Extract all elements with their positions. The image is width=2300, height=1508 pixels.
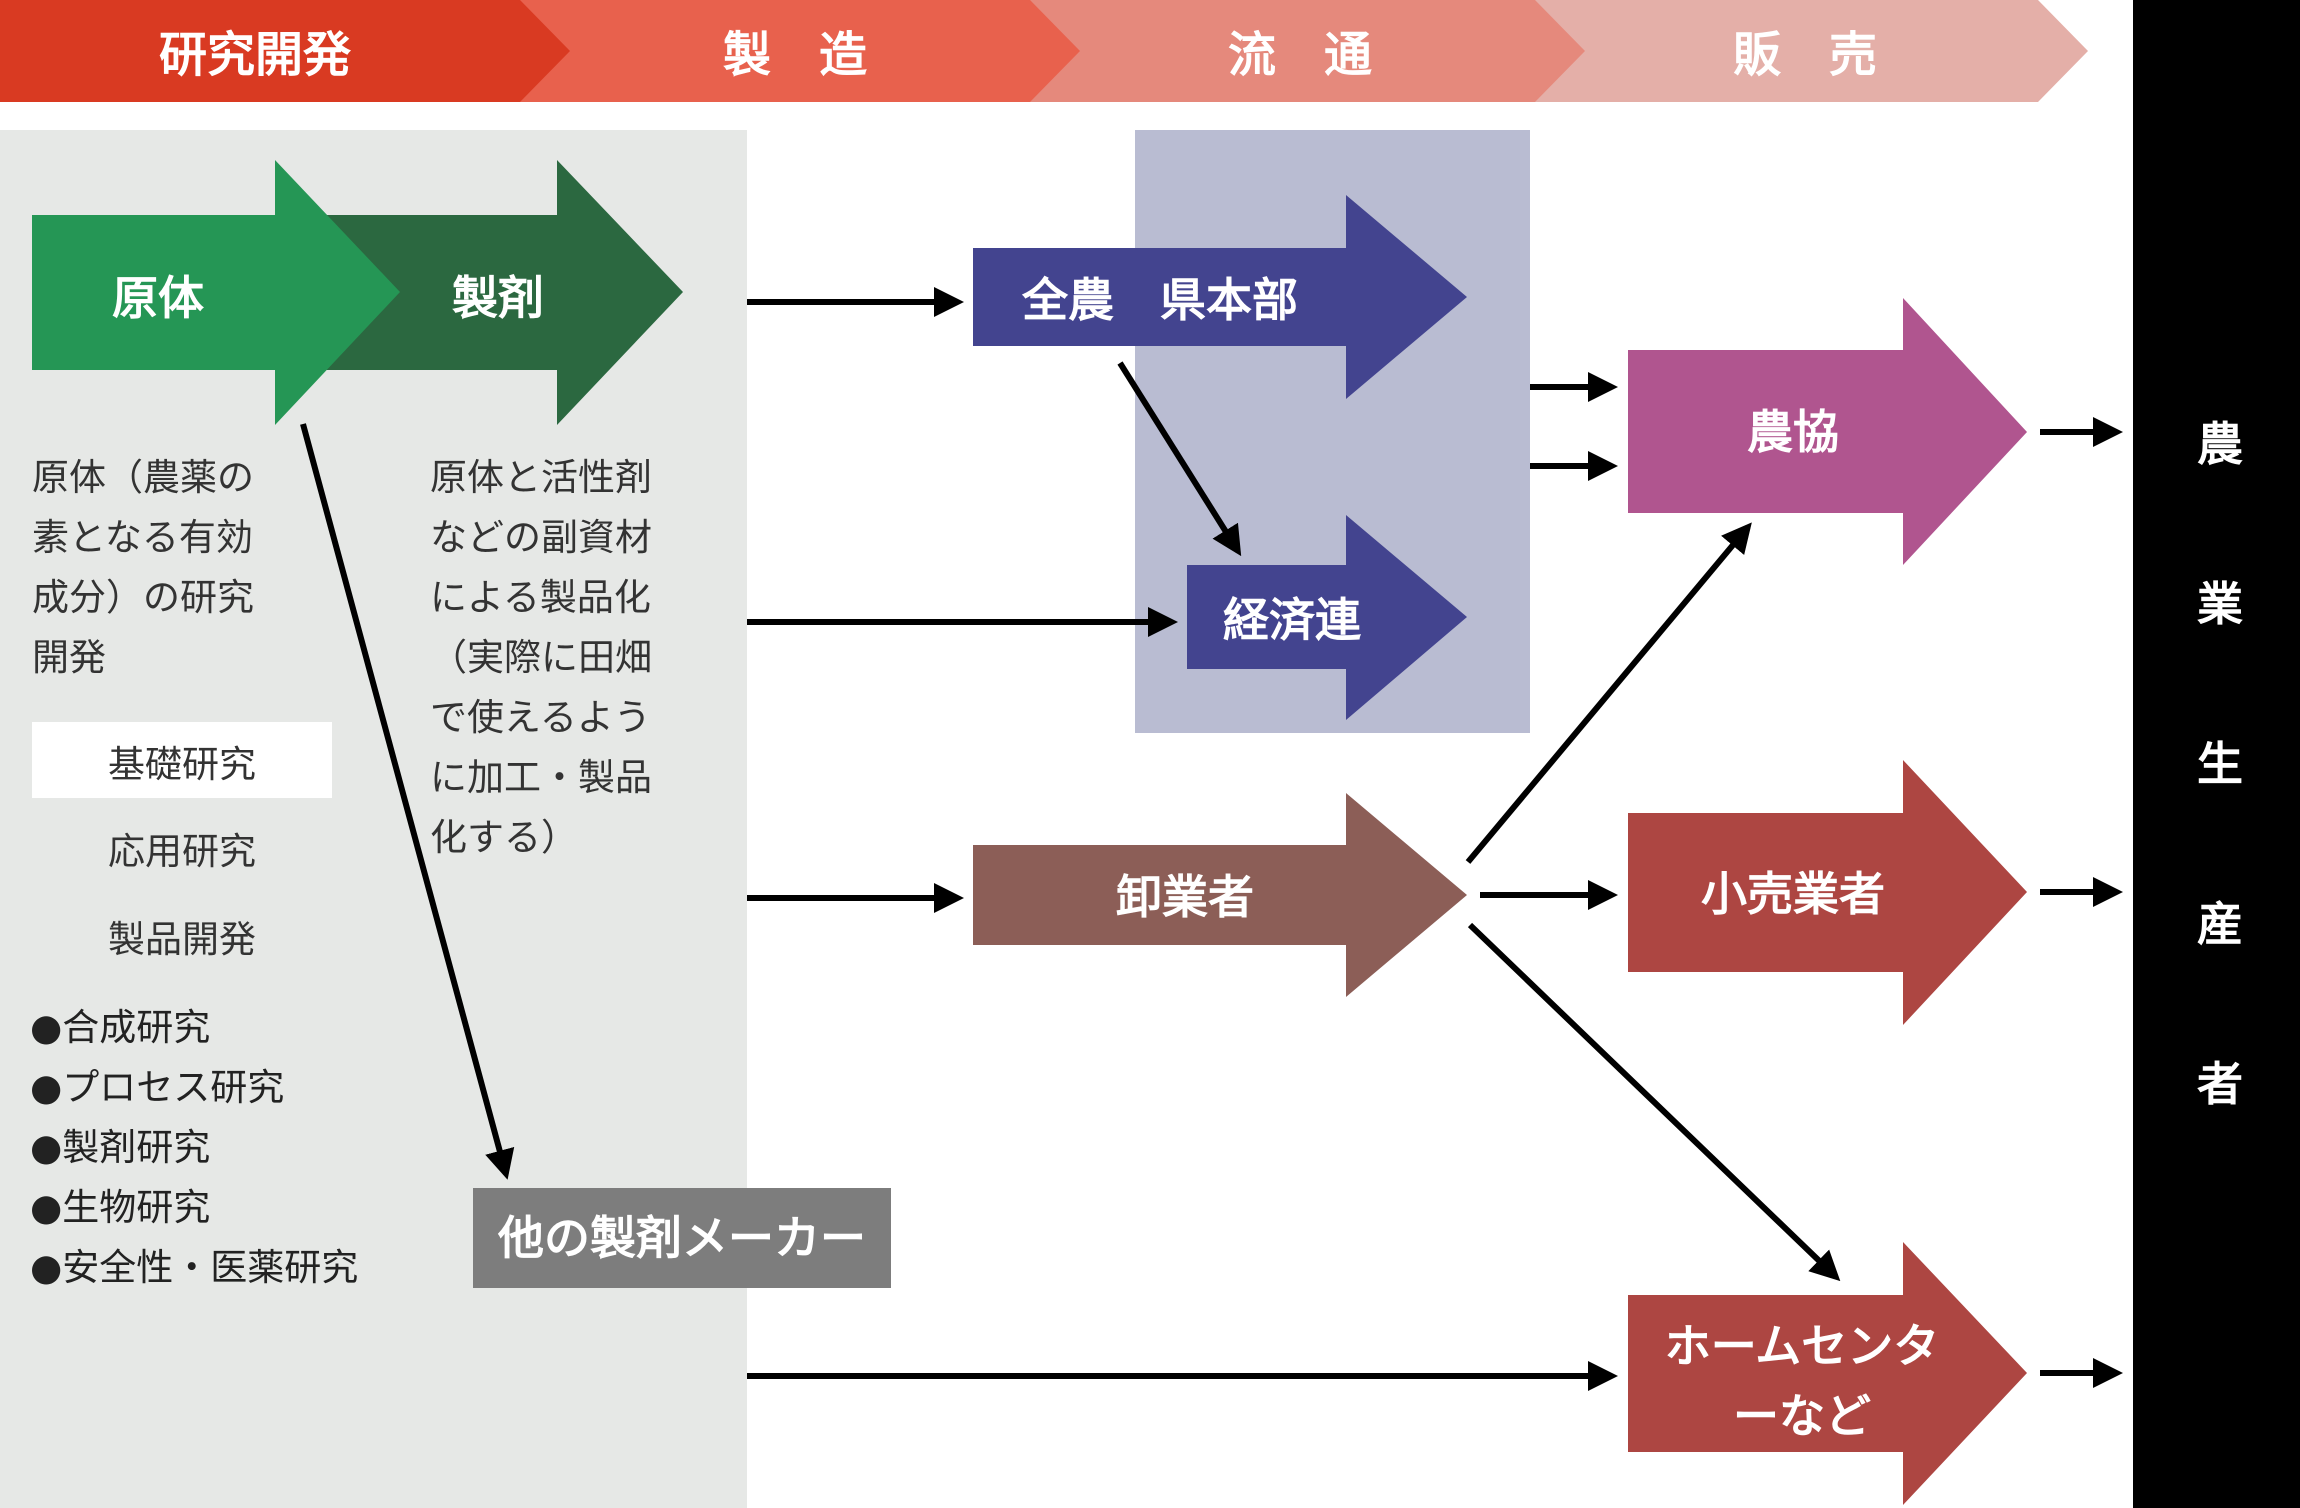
stage-sales-label: 販 売 [1733, 27, 1877, 83]
arrow-genntai-to-other-maker [300, 423, 515, 1180]
connector-arrows [300, 287, 2123, 1391]
farmer-label-char: 農 [2197, 417, 2243, 471]
genntai-description-line: 開発 [32, 636, 106, 679]
homecenter-label-line2: ーなど [1733, 1389, 1871, 1443]
arrow-oroshi-to-homecenter [1467, 922, 1841, 1282]
farmer-label-char: 業 [2197, 577, 2243, 631]
research-stage-applied: 応用研究 [108, 830, 256, 873]
seizai-description-line: による製品化 [430, 576, 651, 619]
stage-research-chevron [0, 0, 570, 102]
kouri-label: 小売業者 [1701, 867, 1885, 921]
research-stage-product: 製品開発 [108, 918, 256, 961]
oroshi-label: 卸業者 [1116, 870, 1254, 924]
seizai-description-line: で使えるよう [430, 696, 651, 739]
seizai-arrow [310, 160, 683, 425]
stage-research-label: 研究開発 [159, 27, 352, 83]
research-item: ●製剤研究 [30, 1126, 211, 1169]
genntai-description-line: 素となる有効 [32, 516, 253, 559]
farmer-label-char: 産 [2197, 897, 2243, 951]
seizai-description: 原体と活性剤 などの副資材 による製品化 （実際に田畑 で使えるよう に加工・製… [430, 448, 652, 868]
research-stage-highlight [32, 722, 332, 798]
noukyou-label: 農協 [1747, 405, 1839, 459]
other-maker-box [473, 1188, 891, 1288]
seizai-description-line: （実際に田畑 [430, 636, 652, 679]
farmer-panel [2133, 0, 2300, 1508]
genntai-arrow [32, 160, 400, 425]
zennoh-label: 全農 県本部 [1021, 273, 1298, 327]
seizai-description-line: 原体と活性剤 [430, 456, 652, 499]
genntai-description-line: 原体（農薬の [32, 456, 254, 499]
research-item: ●安全性・医薬研究 [30, 1246, 359, 1289]
arrow-oroshi-to-noukyou [1465, 522, 1752, 864]
seizai-label: 製剤 [452, 271, 544, 325]
stage-header: 研究開発 製 造 流 通 販 売 [0, 0, 2088, 102]
other-maker-label: 他の製剤メーカー [497, 1211, 866, 1265]
keizairen-label: 経済連 [1223, 593, 1362, 647]
seizai-description-line: に加工・製品 [430, 756, 652, 799]
zennoh-arrow [973, 195, 1467, 399]
stage-distribution-label: 流 通 [1228, 27, 1372, 83]
research-item: ●生物研究 [30, 1186, 211, 1229]
seizai-description-line: 化する） [430, 816, 578, 859]
stage-distribution-chevron [1025, 0, 1585, 102]
stage-manufacturing-chevron [515, 0, 1080, 102]
farmer-label-char: 者 [2197, 1057, 2243, 1111]
research-items: ●合成研究 ●プロセス研究 ●製剤研究 ●生物研究 ●安全性・医薬研究 [30, 998, 358, 1298]
farmer-label-char: 生 [2197, 737, 2243, 791]
research-item: ●プロセス研究 [30, 1066, 285, 1109]
homecenter-label-line1: ホームセンタ [1665, 1319, 1940, 1373]
stage-sales-chevron [1530, 0, 2088, 102]
seizai-description-line: などの副資材 [430, 516, 652, 559]
genntai-description: 原体（農薬の 素となる有効 成分）の研究 開発 [32, 448, 254, 688]
arrow-zennoh-to-keizairen [1117, 361, 1242, 557]
research-stage-basic: 基礎研究 [108, 743, 256, 786]
research-item: ●合成研究 [30, 1006, 211, 1049]
oroshi-arrow [973, 793, 1467, 997]
homecenter-arrow [1628, 1242, 2027, 1505]
noukyou-arrow [1628, 298, 2027, 565]
stage-manufacturing-label: 製 造 [723, 27, 867, 83]
genntai-description-line: 成分）の研究 [32, 576, 254, 619]
genntai-label: 原体 [112, 271, 204, 325]
kouri-arrow [1628, 760, 2027, 1025]
keizairen-arrow [1187, 515, 1467, 720]
